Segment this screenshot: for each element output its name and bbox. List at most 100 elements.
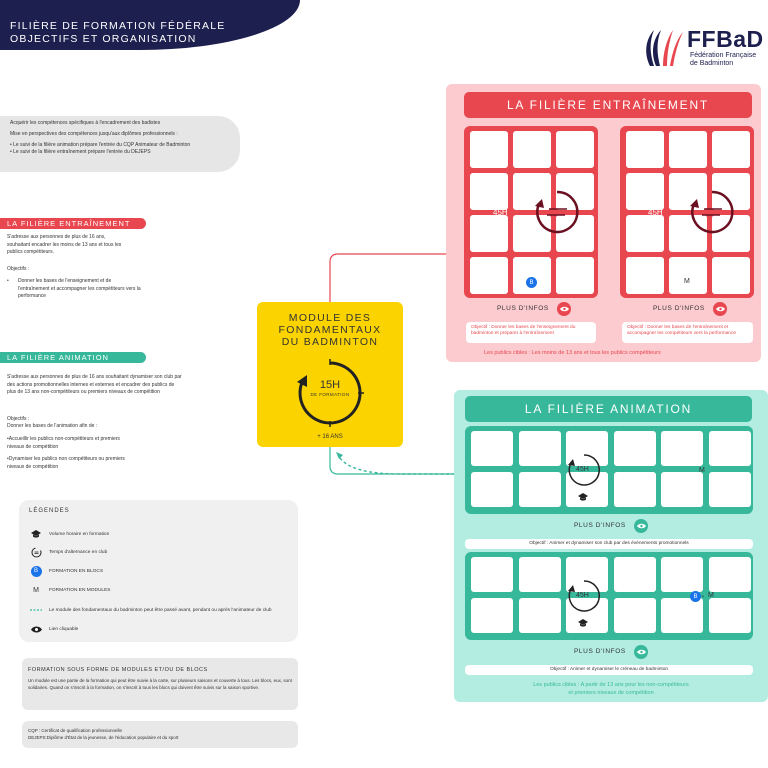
animation-objectifs-label: Objectifs :: [7, 416, 30, 422]
animation-publics-cibles-line2: et premiers niveaux de compétition: [568, 689, 654, 696]
entrainement-block1-bloc-badge: B: [526, 277, 537, 288]
animation-block2-cell: [471, 597, 513, 633]
entrainement-section-title: LA FILIÈRE ENTRAÎNEMENT: [0, 218, 146, 229]
entrainement-block2-cell: [669, 215, 707, 252]
animation-block2-cell: [708, 597, 751, 633]
legend-item-volume: Volume horaire en formation: [29, 528, 109, 540]
animation-block2-objectif: Objectif : Animer et dynamiser le crénea…: [465, 665, 753, 675]
legend-label-blocs: FORMATION EN BLOCS: [49, 568, 104, 574]
entrainement-block1-objectif: Objectif : Donner les bases de l'enseign…: [466, 322, 596, 343]
entrainement-block2-eye-icon[interactable]: [713, 302, 727, 316]
graduation-cap-icon: [29, 530, 43, 538]
entrainement-block2-cell: [626, 257, 664, 294]
header-subtitle: OBJECTIFS ET ORGANISATION: [10, 33, 197, 45]
animation-block1-cell: [708, 471, 751, 507]
header-title: FILIÈRE DE FORMATION FÉDÉRALE: [10, 20, 226, 32]
note-cqp: CQP : Certificat de qualification profes…: [28, 728, 122, 733]
module-hours-label: DE FORMATION: [310, 392, 350, 397]
connector-to-entrainement: [329, 253, 448, 302]
animation-block2-cell: [708, 557, 751, 592]
module-fondamentaux-card: MODULE DES FONDAMENTAUX DU BADMINTON 15H…: [257, 302, 403, 447]
note-modules-blocs: FORMATION SOUS FORME DE MODULES ET/OU DE…: [22, 658, 298, 710]
animation-publics-cibles: Les publics cibles : A partir de 13 ans …: [454, 682, 768, 697]
connector-arrowhead-teal-up: [336, 452, 343, 459]
animation-block2-plus-infos[interactable]: PLUS D'INFOS: [574, 648, 626, 655]
entrainement-description: S'adresse aux personnes de plus de 16 an…: [7, 234, 122, 255]
animation-block2-hours: 45H: [576, 592, 589, 599]
animation-block2-module-badge: M: [708, 592, 714, 599]
animation-block2-clock-icon: [568, 580, 600, 612]
note-modules-text: Un module est une partie de la formation…: [28, 678, 292, 690]
animation-description: S'adresse aux personnes de plus de 16 an…: [7, 374, 182, 395]
animation-block1-cell: [708, 431, 751, 466]
entrainement-block1-cell: [513, 257, 551, 294]
entrainement-block2-cell: [626, 173, 664, 210]
logo-wordmark: FFBaD: [687, 26, 764, 52]
animation-block1-module-badge: M: [699, 467, 705, 474]
entrainement-objectifs-label: Objectifs :: [7, 266, 30, 272]
entrainement-block1-plus-infos[interactable]: PLUS D'INFOS: [497, 305, 549, 312]
animation-block2-cell: [471, 557, 513, 592]
entrainement-block2-cell: [712, 131, 750, 168]
ffbad-wings-logo: [646, 30, 683, 66]
entrainement-block1-eye-icon[interactable]: [557, 302, 571, 316]
animation-block2-cell: [613, 597, 656, 633]
animation-block2-cell: [566, 597, 608, 633]
animation-objectifs-intro: Donner les bases de l'animation afin de …: [7, 423, 98, 429]
animation-bullet2: •Dynamiser les publics non compétiteurs …: [7, 456, 125, 470]
module-title-line1: MODULE DES: [288, 312, 372, 324]
animation-block1-cell: [613, 431, 656, 466]
animation-block-1: [465, 426, 753, 514]
bloc-badge-letter: B: [30, 565, 42, 577]
animation-block2-cell: [661, 597, 703, 633]
animation-block1-cell: [661, 471, 703, 507]
animation-block-2: [465, 552, 753, 640]
entrainement-block2-cell: [669, 173, 707, 210]
animation-block2-cap-icon: [578, 619, 588, 627]
legend-label-volume: Volume horaire en formation: [49, 531, 110, 537]
animation-block1-plus-infos[interactable]: PLUS D'INFOS: [574, 522, 626, 529]
entrainement-block1-hours: 45H: [493, 208, 508, 217]
animation-publics-cibles-line1: Les publics cibles : A partir de 13 ans …: [533, 682, 689, 688]
animation-block2-eye-icon[interactable]: [634, 645, 648, 659]
entrainement-block1-cell: [556, 131, 594, 168]
entrainement-block1-cell: [470, 131, 508, 168]
animation-block1-cell: [518, 431, 561, 466]
animation-block2-cell: [613, 557, 656, 592]
intro-line2: Mise en perspectives des compétences jus…: [10, 130, 178, 137]
entrainement-block2-plus-infos[interactable]: PLUS D'INFOS: [653, 305, 705, 312]
animation-block1-objectif: Objectif : Animer et dynamiser son club …: [465, 539, 753, 549]
module-hours: 15H: [319, 379, 341, 391]
entrainement-block2-module-badge: M: [684, 278, 690, 285]
legend-item-eye: Lien cliquable: [29, 623, 78, 635]
note-dejeps: DEJEPS:Diplôme d'État de la jeunesse, de…: [28, 734, 179, 740]
entrainement-block2-cell: [712, 257, 750, 294]
entrainement-block1-cell: [513, 131, 551, 168]
legend-title: LÉGENDES: [29, 508, 70, 514]
entrainement-block1-cell: [470, 215, 508, 252]
alternance-clock-icon: [29, 547, 43, 558]
animation-block2-bloc-badge: B: [690, 591, 701, 602]
connector-to-animation: [329, 447, 460, 475]
animation-block1-cap-icon: [578, 493, 588, 501]
entrainement-block1-cell: [513, 173, 551, 210]
intro-line1: Acquérir les compétences spécifiques à l…: [10, 120, 161, 126]
animation-bullet1: •Accueillir les publics non-compétiteurs…: [7, 436, 120, 450]
legend-item-modules: M FORMATION EN MODULES: [29, 584, 110, 596]
legend-label-modules: FORMATION EN MODULES: [49, 587, 111, 593]
entrainement-block2-cell: [669, 131, 707, 168]
entrainement-block2-objectif: Objectif : Donner les bases de l'entraîn…: [622, 322, 753, 343]
legend-label-eye: Lien cliquable: [49, 626, 79, 632]
module-title: MODULE DES FONDAMENTAUX DU BADMINTON: [257, 312, 403, 348]
animation-block2-separator: •: [702, 594, 704, 600]
legend-item-alternance: Temps d'alternance en club: [29, 546, 107, 558]
entrainement-block2-cell: [669, 257, 707, 294]
animation-section-title: LA FILIÈRE ANIMATION: [0, 352, 146, 363]
animation-block1-eye-icon[interactable]: [634, 519, 648, 533]
animation-block1-cell: [471, 471, 513, 507]
entrainement-publics-cibles: Les publics cibles : Les moins de 13 ans…: [484, 350, 661, 356]
animation-block2-cell: [661, 557, 703, 592]
animation-block1-cell: [518, 471, 561, 507]
module-title-line3: DU BADMINTON: [281, 336, 379, 349]
legend-label-alternance: Temps d'alternance en club: [49, 549, 108, 555]
